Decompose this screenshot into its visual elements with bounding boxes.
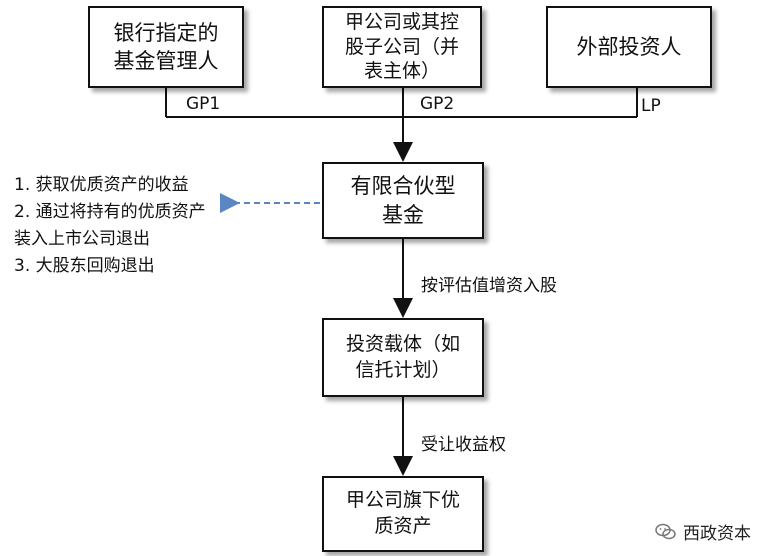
label-equity-in: 按评估值增资入股 <box>421 276 557 296</box>
label-transfer: 受让收益权 <box>421 435 506 455</box>
wechat-icon <box>655 523 676 539</box>
box-bank-manager: 银行指定的基金管理人 <box>88 6 244 88</box>
box-external-investor: 外部投资人 <box>546 6 712 88</box>
box-line: 甲公司旗下优 <box>345 489 460 512</box>
box-line: 基金管理人 <box>113 49 219 73</box>
watermark-text: 西政资本 <box>683 524 751 544</box>
box-assets: 甲公司旗下优质资产 <box>322 476 484 552</box>
box-fund: 有限合伙型基金 <box>322 162 484 239</box>
note-item: 1. 获取优质资产的收益 <box>14 175 189 195</box>
watermark: 西政资本 <box>655 519 751 544</box>
note-item: 3. 大股东回购退出 <box>14 256 155 276</box>
box-line: 有限合伙型 <box>350 174 456 199</box>
box-line: 基金 <box>382 202 424 227</box>
box-line: 信托计划） <box>355 358 451 381</box>
box-line: 表主体） <box>363 60 440 83</box>
box-vehicle: 投资载体（如信托计划） <box>322 318 484 397</box>
box-line: 外部投资人 <box>576 34 682 59</box>
notes-list: 1. 获取优质资产的收益 2. 通过将持有的优质资产装入上市公司退出 3. 大股… <box>14 172 214 280</box>
note-item: 2. 通过将持有的优质资产装入上市公司退出 <box>14 202 206 249</box>
box-line: 股子公司（并 <box>344 35 459 58</box>
label-lp: LP <box>641 96 661 116</box>
label-gp2: GP2 <box>420 94 455 114</box>
label-gp1: GP1 <box>186 94 221 114</box>
box-line: 银行指定的 <box>113 20 219 45</box>
box-line: 甲公司或其控 <box>344 10 459 33</box>
box-company-a: 甲公司或其控股子公司（并表主体） <box>322 6 482 88</box>
box-line: 质资产 <box>374 515 432 537</box>
box-line: 投资载体（如 <box>345 332 460 355</box>
